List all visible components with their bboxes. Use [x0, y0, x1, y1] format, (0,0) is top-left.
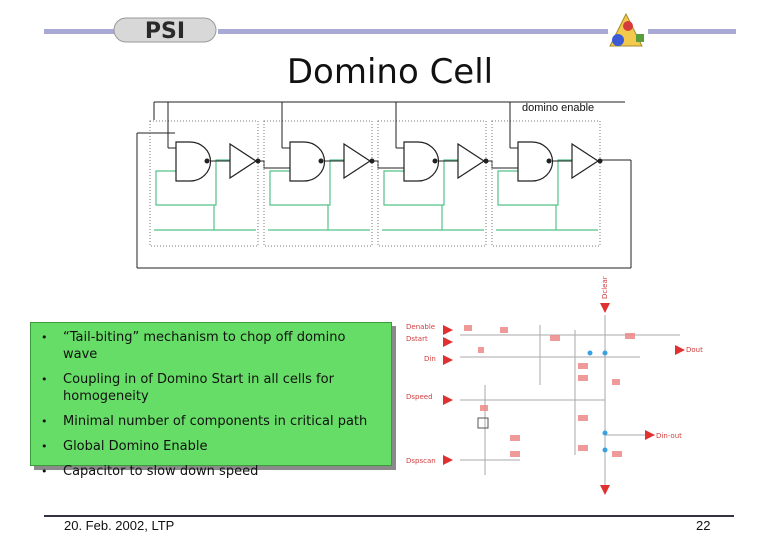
- list-item: •“Tail-biting” mechanism to chop off dom…: [41, 330, 346, 362]
- psi-logo: PSI: [112, 16, 218, 44]
- circuit-schematic: Denable Dstart Din Dspeed Dspscan Dout D…: [406, 276, 703, 495]
- junction-dot: [318, 158, 324, 164]
- junction-dot: [597, 158, 603, 164]
- junction-dot: [546, 158, 552, 164]
- schematic-label-din: Din: [424, 355, 436, 363]
- cell-box: [377, 120, 487, 247]
- cell-green-wire: [497, 159, 572, 206]
- schematic-label-dspeed: Dspeed: [406, 393, 433, 401]
- and-gate: [517, 141, 554, 182]
- and-gate: [289, 141, 326, 182]
- buffer-gate: [229, 142, 258, 180]
- cell-green-wire: [269, 159, 344, 206]
- schematic-label-dstart: Dstart: [406, 335, 428, 343]
- header-bar-right: [218, 29, 608, 34]
- schematic-label-dclear: Dclear: [601, 276, 609, 299]
- schematic-label-denable: Denable: [406, 323, 435, 331]
- psi-logo-text: PSI: [145, 19, 185, 44]
- cell-box: [491, 120, 601, 247]
- header-bar-far-right: [648, 29, 736, 34]
- page-number: 22: [696, 518, 711, 533]
- domino-enable-label: domino enable: [522, 102, 595, 114]
- cell-green-wire: [383, 159, 458, 206]
- cell-chain-wire: [258, 160, 290, 169]
- cell-chain-wire: [486, 160, 518, 169]
- schematic-label-dscan: Dspscan: [406, 457, 436, 465]
- cell-green-wire: [155, 159, 230, 206]
- list-item: •Capacitor to slow down speed: [41, 464, 259, 479]
- list-item: •Coupling in of Domino Start in all cell…: [41, 372, 334, 404]
- schematic-label-dout: Dout: [686, 346, 703, 354]
- junction-dot: [204, 158, 210, 164]
- buffer-gate: [571, 142, 600, 180]
- buffer-gate: [457, 142, 486, 180]
- institute-logo-icon: [606, 12, 652, 48]
- buffer-gate: [343, 142, 372, 180]
- schematic-label-dinout: Din-out: [656, 432, 682, 440]
- footer-date: 20. Feb. 2002, LTP: [64, 518, 175, 533]
- junction-dot: [432, 158, 438, 164]
- feature-bullet-box: •“Tail-biting” mechanism to chop off dom…: [30, 322, 392, 479]
- list-item: •Global Domino Enable: [41, 439, 208, 454]
- list-item: •Minimal number of components in critica…: [41, 414, 368, 429]
- and-gate: [175, 141, 212, 182]
- and-gate: [403, 141, 440, 182]
- cell-chain-wire: [372, 160, 404, 169]
- cell-box: [263, 120, 373, 247]
- page-title: Domino Cell: [286, 52, 494, 92]
- header-bar-left: [44, 29, 120, 34]
- feature-list: •“Tail-biting” mechanism to chop off dom…: [31, 323, 391, 480]
- cell-box: [149, 120, 259, 247]
- footer-divider: [44, 515, 734, 517]
